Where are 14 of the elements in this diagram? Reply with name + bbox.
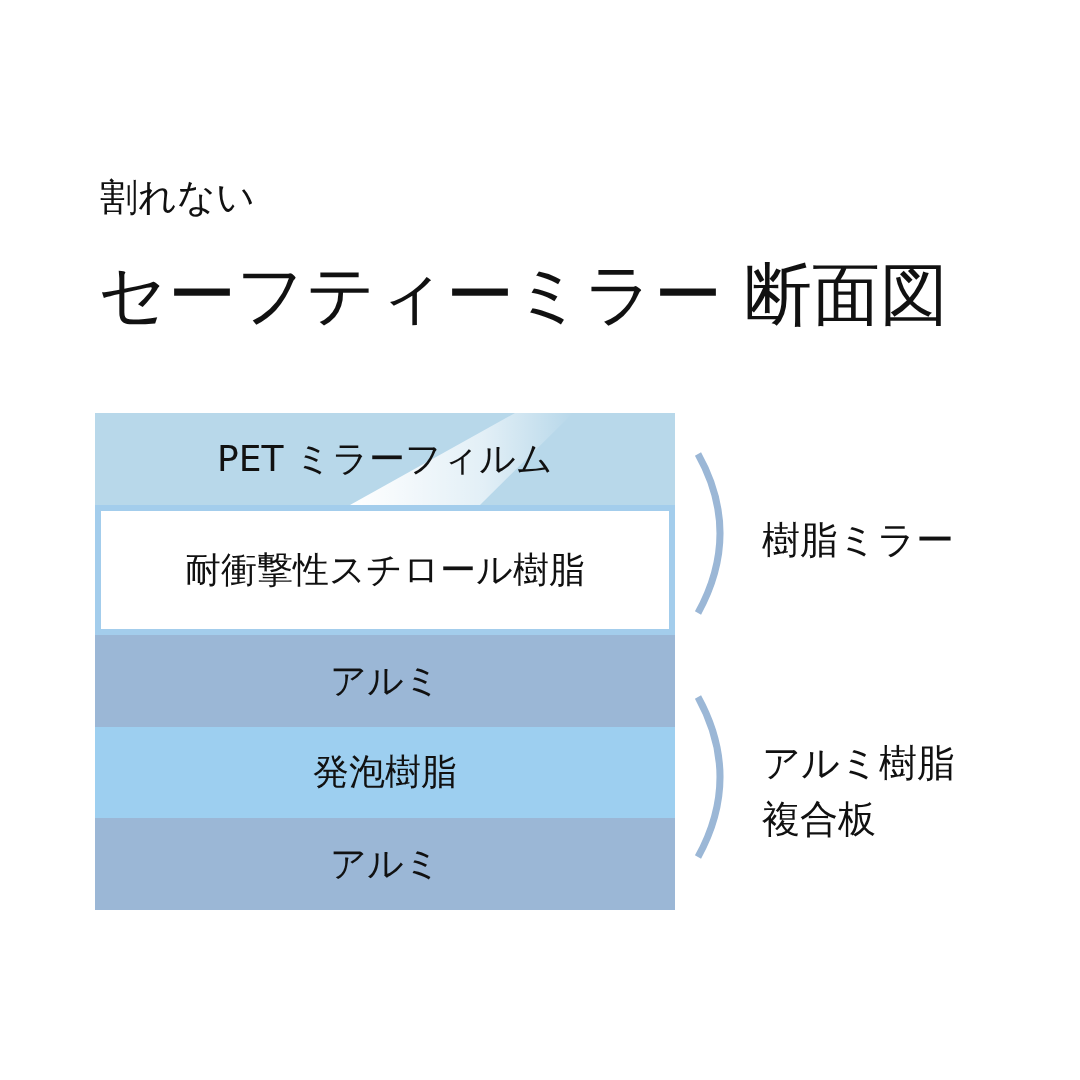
- layer-band: [95, 727, 675, 818]
- layer-band: [95, 505, 675, 635]
- layer-label: 発泡樹脂: [313, 750, 457, 794]
- subtitle: 割れない: [100, 174, 255, 221]
- layer-band: [95, 635, 675, 727]
- title: セーフティーミラー 断面図: [98, 254, 948, 336]
- group-label: アルミ樹脂複合板: [762, 740, 956, 843]
- layer-label: アルミ: [329, 841, 441, 886]
- layer-label: 耐衝撃性スチロール樹脂: [185, 547, 585, 592]
- layer-band: [95, 818, 675, 910]
- layer-label: PET ミラーフィルム: [217, 436, 553, 481]
- layer-label: アルミ: [329, 658, 441, 703]
- layer-band: [95, 413, 675, 505]
- group-label: 樹脂ミラー: [762, 517, 954, 564]
